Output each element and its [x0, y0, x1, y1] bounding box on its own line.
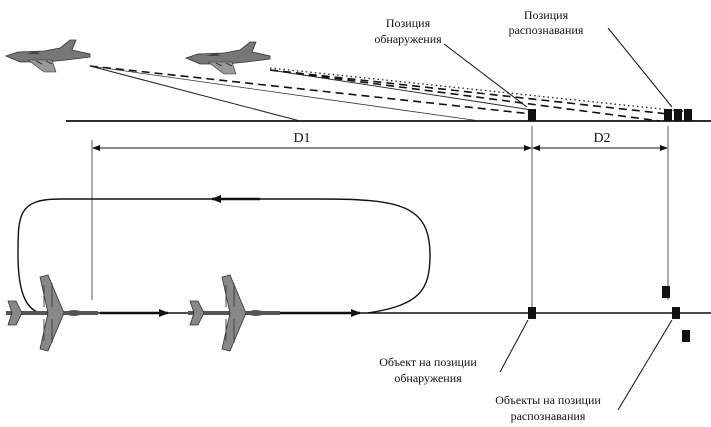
aircraft-side-2-icon	[185, 41, 271, 75]
sightline-2-dotted	[269, 67, 691, 113]
label-d1: D1	[293, 131, 310, 146]
aircraft-top-1-icon	[4, 273, 100, 353]
target-detect-bottom	[528, 307, 536, 319]
leader-object-detect	[499, 319, 529, 373]
target-recog-bottom-1	[662, 286, 670, 298]
label-recog-position-line2: распознавания	[509, 23, 584, 37]
label-detect-position-line1: Позиция	[386, 16, 431, 30]
leader-detect-position	[443, 43, 528, 108]
label-object-detect-line2: обнаружения	[394, 371, 462, 385]
target-recog-top-3	[684, 109, 692, 121]
label-objects-recog-line2: распознавания	[511, 409, 586, 423]
target-recog-bottom-2	[672, 307, 680, 319]
sightline-2-dashed-a	[269, 69, 669, 115]
target-recog-top-2	[674, 109, 682, 121]
sightline-2-dashed-b	[269, 69, 661, 122]
attack-circuit-loop	[17, 198, 431, 314]
label-object-detect-line1: Объект на позиции	[379, 355, 477, 369]
label-objects-recog-line1: Объекты на позиции	[495, 393, 601, 407]
label-d2: D2	[593, 131, 610, 146]
label-recog-position-line1: Позиция	[524, 8, 569, 22]
aircraft-side-1-icon	[5, 39, 91, 73]
sightline-2-solid	[269, 69, 533, 111]
target-detect-top	[528, 109, 536, 121]
sightline-1-thin	[89, 65, 481, 122]
leader-objects-recog	[617, 319, 673, 411]
target-recog-bottom-3	[682, 330, 690, 342]
label-detect-position-line2: обнаружения	[374, 32, 442, 46]
sightline-1-dashed-a	[89, 65, 533, 115]
sightline-1-solid	[89, 65, 301, 122]
aircraft-top-2-icon	[186, 273, 282, 353]
leader-recog-position	[607, 27, 673, 108]
target-recog-top-1	[664, 109, 672, 121]
